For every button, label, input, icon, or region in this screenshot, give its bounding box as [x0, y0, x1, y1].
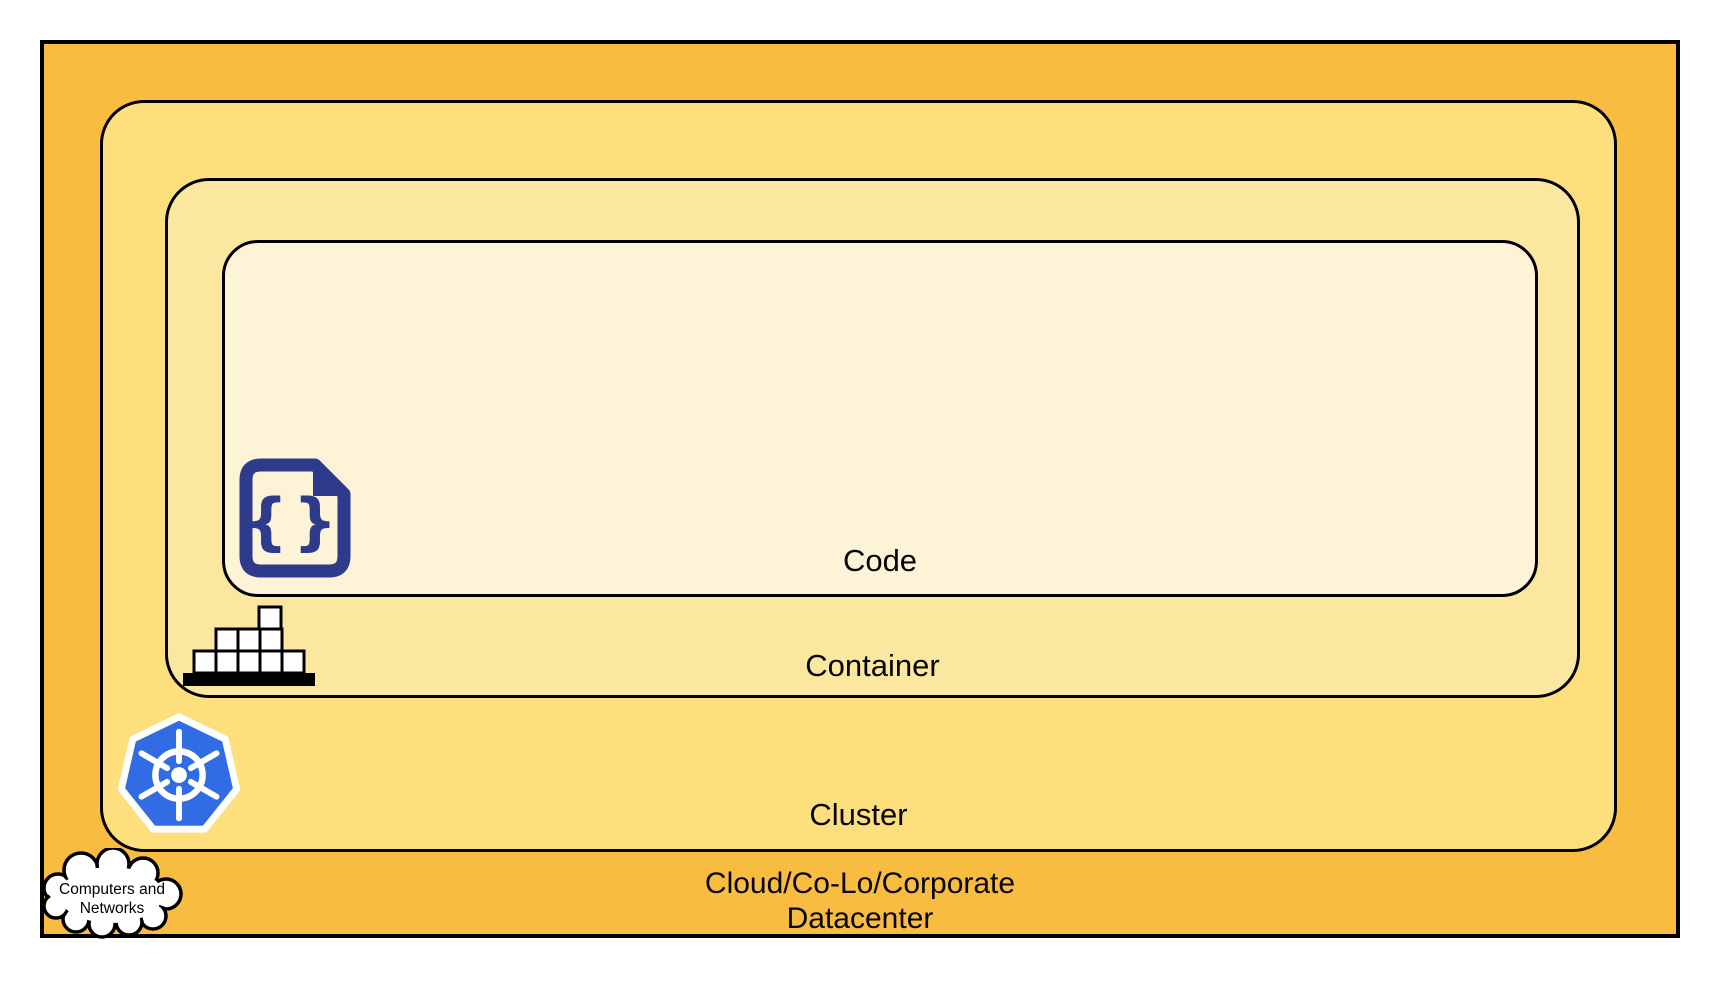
kubernetes-wheel: [138, 728, 220, 822]
container-boxes: [192, 605, 306, 675]
cloud-icon: Computers and Networks: [42, 848, 183, 939]
kubernetes-logo-icon: [117, 713, 241, 833]
code-braces-glyph: {}: [244, 485, 342, 558]
cluster-label: Cluster: [809, 797, 908, 832]
code-label: Code: [842, 543, 918, 578]
datacenter-label-line1: Cloud/Co-Lo/Corporate: [704, 867, 1016, 900]
cloud-interior: [46, 850, 179, 935]
code-file-icon: {}: [239, 458, 351, 578]
container-label: Container: [805, 648, 940, 683]
kubernetes-hub: [171, 767, 187, 783]
cloud-label-line1: Computers and: [59, 881, 165, 898]
code-box: [222, 240, 1538, 597]
container-stack-icon: [183, 605, 315, 686]
datacenter-label-line2: Datacenter: [786, 902, 934, 935]
container-base-bar: [183, 673, 315, 686]
cloud-label-line2: Networks: [80, 900, 145, 917]
code-file-outline: [239, 458, 351, 578]
code-file-fold: [313, 461, 348, 496]
